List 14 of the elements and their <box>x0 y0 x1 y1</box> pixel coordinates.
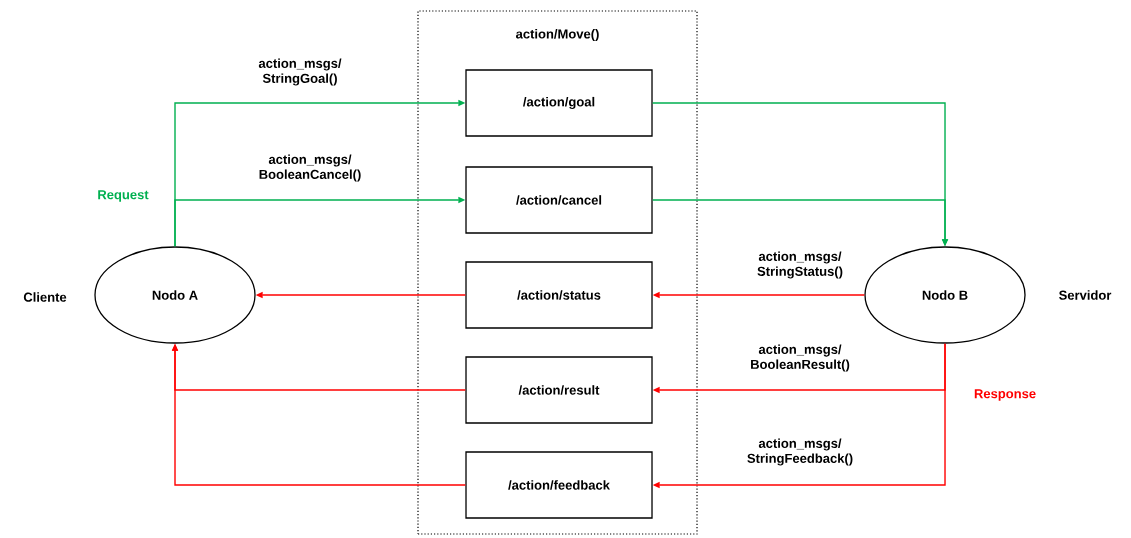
role-label: Cliente <box>23 292 67 302</box>
topic-box: /action/result <box>465 356 653 424</box>
topic-box: /action/goal <box>465 69 653 137</box>
topic-box: /action/cancel <box>465 166 653 234</box>
edge-label: action_msgs/ BooleanCancel() <box>259 154 361 182</box>
edge-label: action_msgs/ StringFeedback() <box>747 438 853 466</box>
edge-label: action_msgs/ StringStatus() <box>757 251 843 279</box>
edge-label: action_msgs/ BooleanResult() <box>751 344 850 372</box>
role-label: Servidor <box>1059 290 1112 300</box>
topic-box: /action/feedback <box>465 451 653 519</box>
topic-box: /action/status <box>465 261 653 329</box>
edge-label: action_msgs/ StringGoal() <box>258 58 342 86</box>
flow-label: Response <box>974 389 1036 401</box>
flow-label: Request <box>98 190 149 202</box>
